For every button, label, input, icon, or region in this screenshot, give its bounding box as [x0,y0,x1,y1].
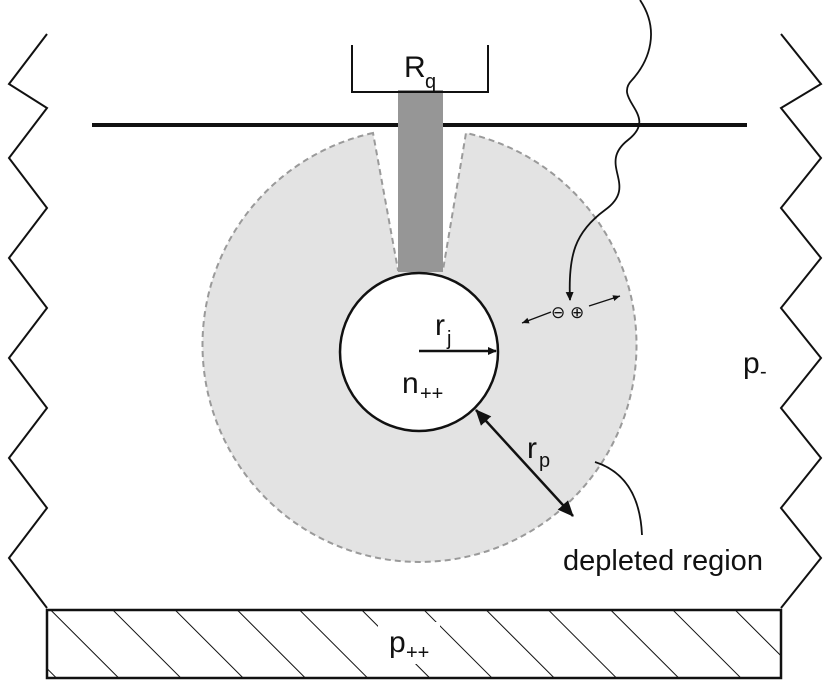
resistor-bracket [351,45,489,93]
junction-radius-label-sub: j [446,328,451,350]
depletion-width-label: r [527,432,537,465]
hole-symbol: ⊕ [570,303,584,322]
resistor-label: R [404,51,426,84]
electron-symbol: ⊖ [551,303,565,322]
depleted-region-label: depleted region [563,545,763,577]
core-label-sub: ++ [420,383,443,405]
bulk-label-sub: - [760,361,767,383]
substrate-label: p [389,626,406,659]
depletion-width-arrow [475,409,574,517]
depletion-width-label-sub: p [539,450,550,472]
photon-wavy-line [565,0,652,301]
hole-arrow [588,295,621,307]
core-label: n [402,367,419,400]
resistor-label-sub: q [425,71,436,93]
right-break-edge [779,33,823,609]
quench-column [398,90,443,272]
electron-arrow [521,311,552,324]
substrate-label-bg [378,622,440,664]
junction-radius-label: r [435,309,445,342]
left-break-edge [7,33,49,609]
depleted-region-leader [594,461,643,536]
substrate-label-sub: ++ [406,642,429,664]
bulk-label: p [743,347,760,380]
